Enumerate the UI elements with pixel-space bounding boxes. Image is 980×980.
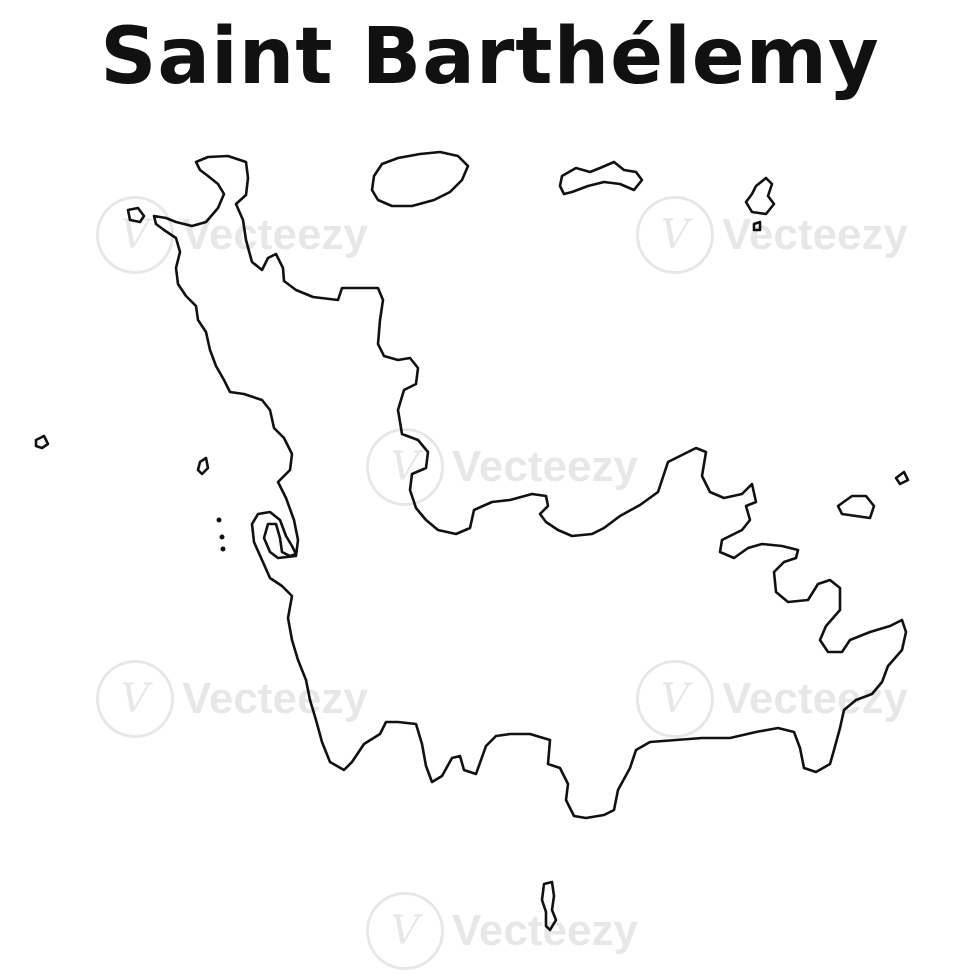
east-islet-2 xyxy=(894,470,910,486)
main-island-outline xyxy=(152,154,908,820)
far-west-islet xyxy=(34,434,50,450)
northeast-islet-1 xyxy=(744,176,776,216)
map-title: Saint Barthélemy xyxy=(100,12,880,102)
east-islet-1 xyxy=(836,494,876,520)
northeast-island-outline xyxy=(558,160,644,196)
north-island-outline xyxy=(370,150,470,208)
northeast-islet-2 xyxy=(752,220,762,232)
west-rock-2 xyxy=(219,534,225,540)
west-rock-1 xyxy=(216,517,222,523)
west-coast-islet xyxy=(196,456,210,476)
northwest-islet xyxy=(126,206,146,224)
south-islet xyxy=(540,880,558,932)
west-rock-3 xyxy=(220,546,226,552)
